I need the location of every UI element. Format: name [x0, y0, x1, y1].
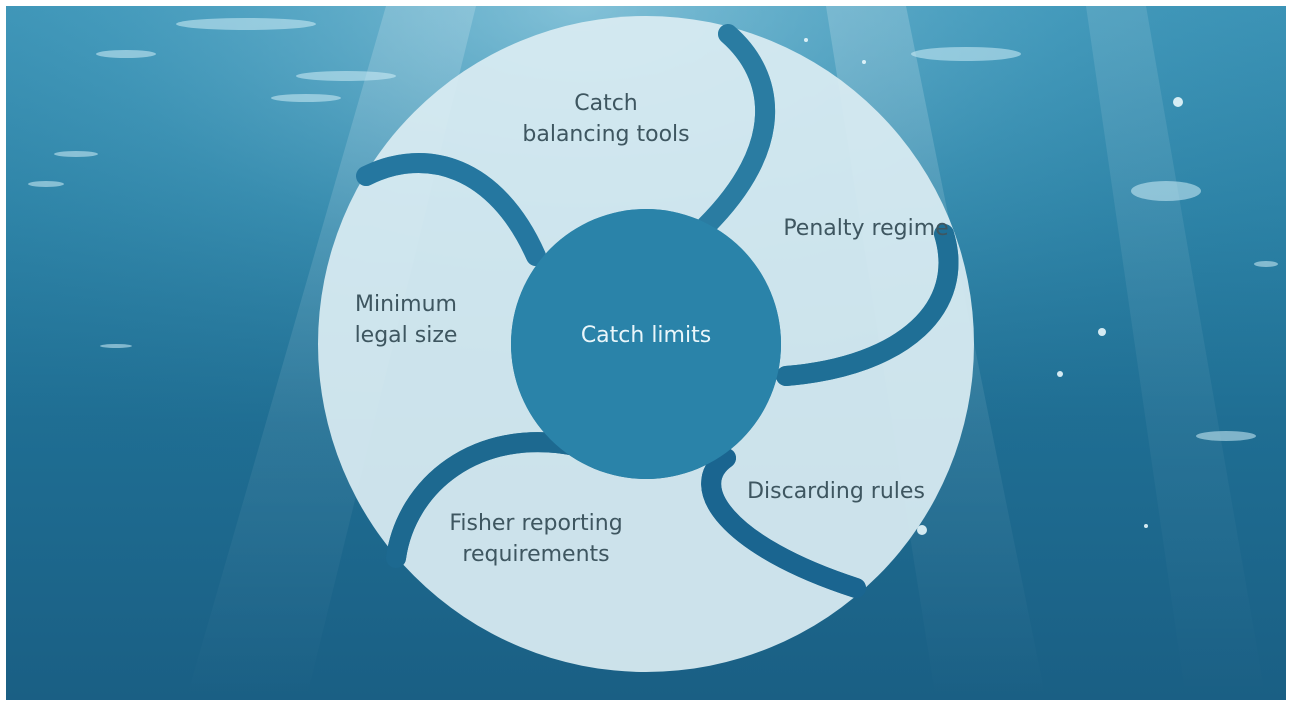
segment-label-line: balancing tools: [522, 122, 690, 147]
center-label-catch-limits: Catch limits: [526, 320, 766, 351]
segment-label-fisher-reporting-requirements: Fisher reporting requirements: [386, 508, 686, 570]
segment-label-line: Penalty regime: [783, 216, 949, 241]
segment-label-line: Fisher reporting: [449, 511, 623, 536]
segment-label-catch-balancing-tools: Catch balancing tools: [456, 88, 756, 150]
segment-divider: [701, 448, 866, 598]
center-hub: [511, 209, 781, 479]
segment-label-line: Minimum: [355, 292, 457, 317]
segment-label-line: Catch: [574, 91, 638, 116]
segment-divider: [776, 224, 959, 386]
center-label-text: Catch limits: [580, 323, 712, 348]
underwater-background: Catch balancing tools Penalty regime Dis…: [6, 6, 1286, 700]
cycle-diagram: [6, 6, 1286, 700]
segment-label-line: requirements: [462, 542, 610, 567]
segment-label-penalty-regime: Penalty regime: [726, 213, 1006, 244]
segment-label-line: Discarding rules: [747, 479, 925, 504]
segment-divider: [386, 432, 586, 568]
segment-label-line: legal size: [354, 323, 458, 348]
segment-divider: [356, 153, 546, 266]
segment-label-discarding-rules: Discarding rules: [696, 476, 976, 507]
segment-label-minimum-legal-size: Minimum legal size: [316, 289, 496, 351]
segment-divider: [696, 24, 775, 236]
